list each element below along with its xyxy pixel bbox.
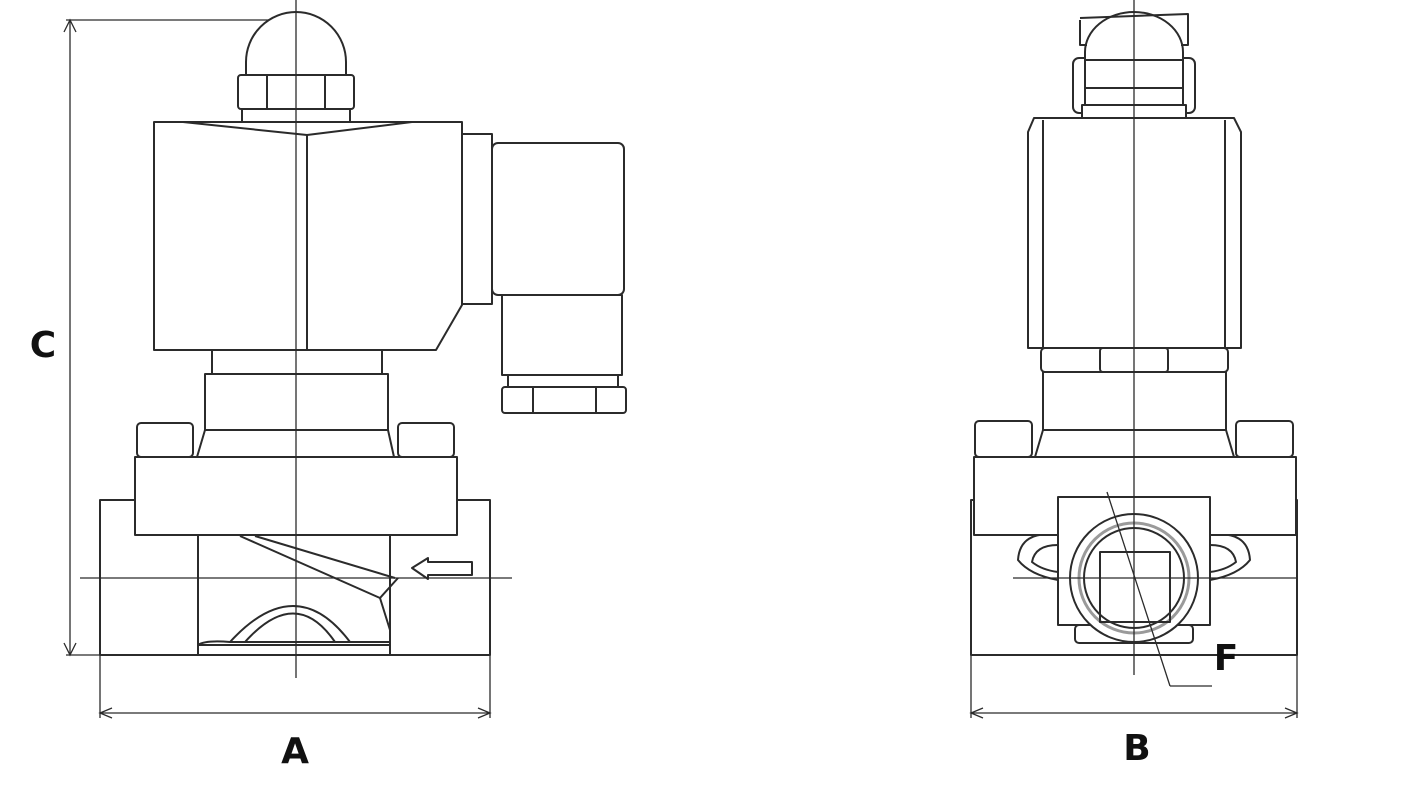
bolt-head-right bbox=[397, 422, 455, 458]
dimension-a bbox=[98, 655, 492, 719]
bolt-head-front-left bbox=[974, 420, 1033, 458]
front-view bbox=[969, 0, 1299, 719]
leader-f bbox=[1106, 491, 1212, 687]
dimension-label-a: A bbox=[281, 731, 309, 772]
din-connector-side bbox=[461, 133, 627, 414]
bonnet-side bbox=[196, 349, 395, 458]
coil-side bbox=[153, 121, 463, 351]
bolt-head-left bbox=[136, 422, 194, 458]
dimension-b bbox=[969, 655, 1299, 719]
dimension-label-f: F bbox=[1214, 638, 1239, 679]
side-view bbox=[63, 0, 627, 719]
bolt-head-front-right bbox=[1235, 420, 1294, 458]
dimension-label-c: C bbox=[30, 325, 56, 366]
dimension-label-b: B bbox=[1123, 728, 1150, 769]
